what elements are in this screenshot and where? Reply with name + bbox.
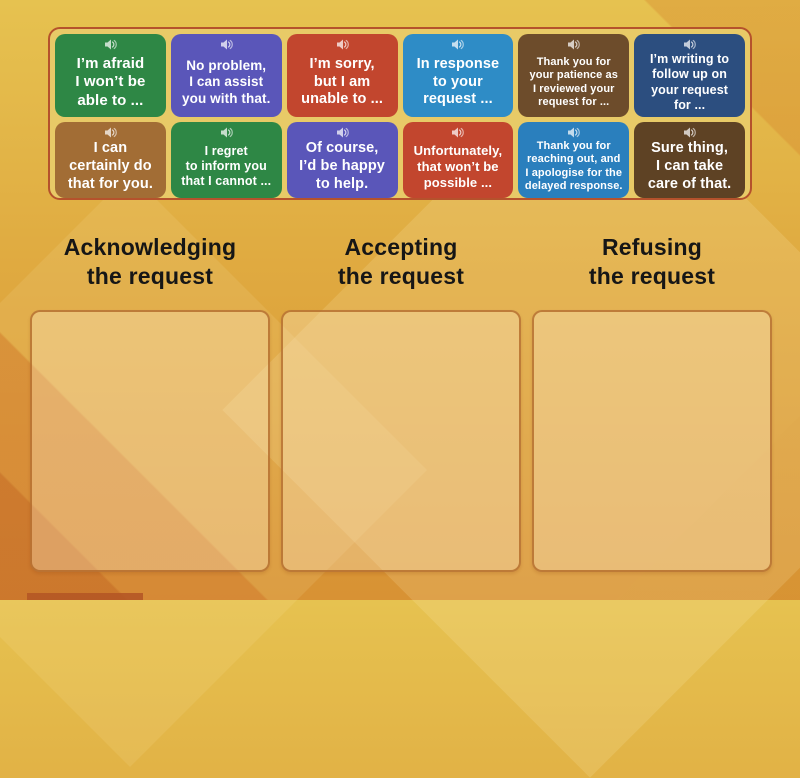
card-text: Thank you for your patience as I reviewe… (529, 55, 618, 108)
draggable-card[interactable]: Unfortunately, that won’t be possible ..… (402, 122, 514, 198)
category-title-acknowledging: Acknowledging the request (63, 234, 237, 290)
draggable-card[interactable]: In response to your request ... (402, 34, 514, 117)
draggable-card[interactable]: Thank you for reaching out, and I apolog… (518, 122, 630, 198)
draggable-card[interactable]: I regret to inform you that I cannot ... (170, 122, 282, 198)
card-tray: I’m afraid I won’t be able to ... No pro… (48, 27, 752, 200)
card-text: No problem, I can assist you with that. (182, 57, 271, 106)
category-title-accepting: Accepting the request (337, 234, 465, 290)
card-text: I can certainly do that for you. (67, 140, 153, 192)
speaker-icon[interactable] (451, 127, 465, 139)
draggable-card[interactable]: I’m sorry, but I am unable to ... (286, 34, 398, 117)
card-text: I regret to inform you that I cannot ... (181, 143, 272, 189)
card-text: I’m sorry, but I am unable to ... (301, 55, 383, 108)
card-text: Sure thing, I can take care of that. (647, 140, 732, 192)
speaker-icon[interactable] (451, 39, 465, 51)
draggable-card[interactable]: I’m afraid I won’t be able to ... (55, 34, 166, 117)
draggable-card[interactable]: Of course, I’d be happy to help. (286, 122, 398, 198)
dropzone-acknowledging[interactable] (30, 310, 270, 572)
speaker-icon[interactable] (336, 127, 349, 139)
draggable-card[interactable]: I can certainly do that for you. (55, 122, 166, 198)
draggable-card[interactable]: No problem, I can assist you with that. (170, 34, 282, 117)
card-text: Of course, I’d be happy to help. (299, 140, 385, 192)
speaker-icon[interactable] (336, 39, 349, 51)
draggable-card[interactable]: Thank you for your patience as I reviewe… (518, 34, 630, 117)
speaker-icon[interactable] (567, 127, 580, 139)
dropzone-refusing[interactable] (532, 310, 772, 572)
background-accent-strip (27, 593, 143, 600)
speaker-icon[interactable] (104, 39, 117, 51)
card-text: In response to your request ... (416, 55, 500, 108)
card-text: I’m afraid I won’t be able to ... (75, 55, 146, 109)
group-sort-activity: { "theme": { "bg-top": "#e6c250", "bg-mi… (0, 0, 800, 600)
speaker-icon[interactable] (220, 127, 233, 139)
speaker-icon[interactable] (683, 127, 696, 139)
draggable-card[interactable]: I’m writing to follow up on your request… (634, 34, 745, 117)
card-text: I’m writing to follow up on your request… (649, 52, 730, 112)
speaker-icon[interactable] (567, 39, 580, 51)
card-text: Thank you for reaching out, and I apolog… (524, 140, 623, 193)
speaker-icon[interactable] (220, 39, 233, 51)
category-title-refusing: Refusing the request (588, 234, 716, 290)
speaker-icon[interactable] (683, 39, 696, 51)
draggable-card[interactable]: Sure thing, I can take care of that. (634, 122, 745, 198)
dropzone-accepting[interactable] (281, 310, 521, 572)
card-text: Unfortunately, that won’t be possible ..… (413, 143, 503, 190)
speaker-icon[interactable] (104, 127, 117, 139)
